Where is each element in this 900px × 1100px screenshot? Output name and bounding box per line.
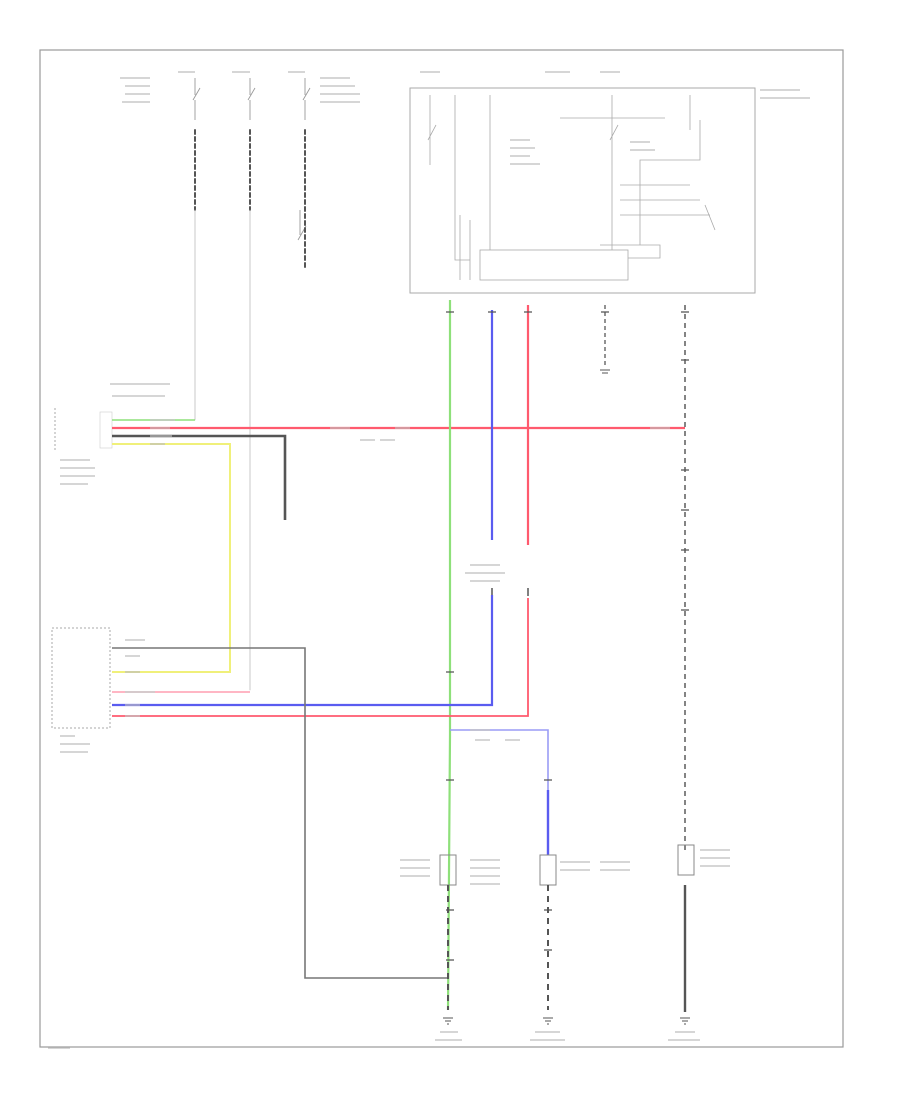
- top-switches: [192, 78, 311, 241]
- control-module-box: [409, 87, 756, 294]
- bottom-leads: [447, 885, 549, 1010]
- wire-blue-branch: [450, 729, 549, 790]
- junction-connector: [491, 588, 529, 596]
- wire-blue-lower: [112, 595, 494, 707]
- diagram-frame: [39, 49, 844, 1048]
- wire-black-ground: [112, 434, 287, 520]
- label-marks: [48, 71, 810, 1049]
- wire-red-lower: [112, 598, 529, 717]
- wire-gray: [112, 647, 448, 979]
- wire-yellow: [112, 443, 231, 673]
- ground-icon: [443, 369, 690, 1025]
- control-module-inner: [479, 249, 629, 281]
- sensor-icon: [439, 844, 695, 886]
- left-connector-2: [51, 627, 111, 729]
- control-module-internals: [427, 95, 716, 280]
- wire-green-vertical: [446, 300, 452, 1011]
- connector-icon: [446, 311, 689, 961]
- top-left-leads: [194, 129, 306, 691]
- left-connector-1: [54, 408, 113, 450]
